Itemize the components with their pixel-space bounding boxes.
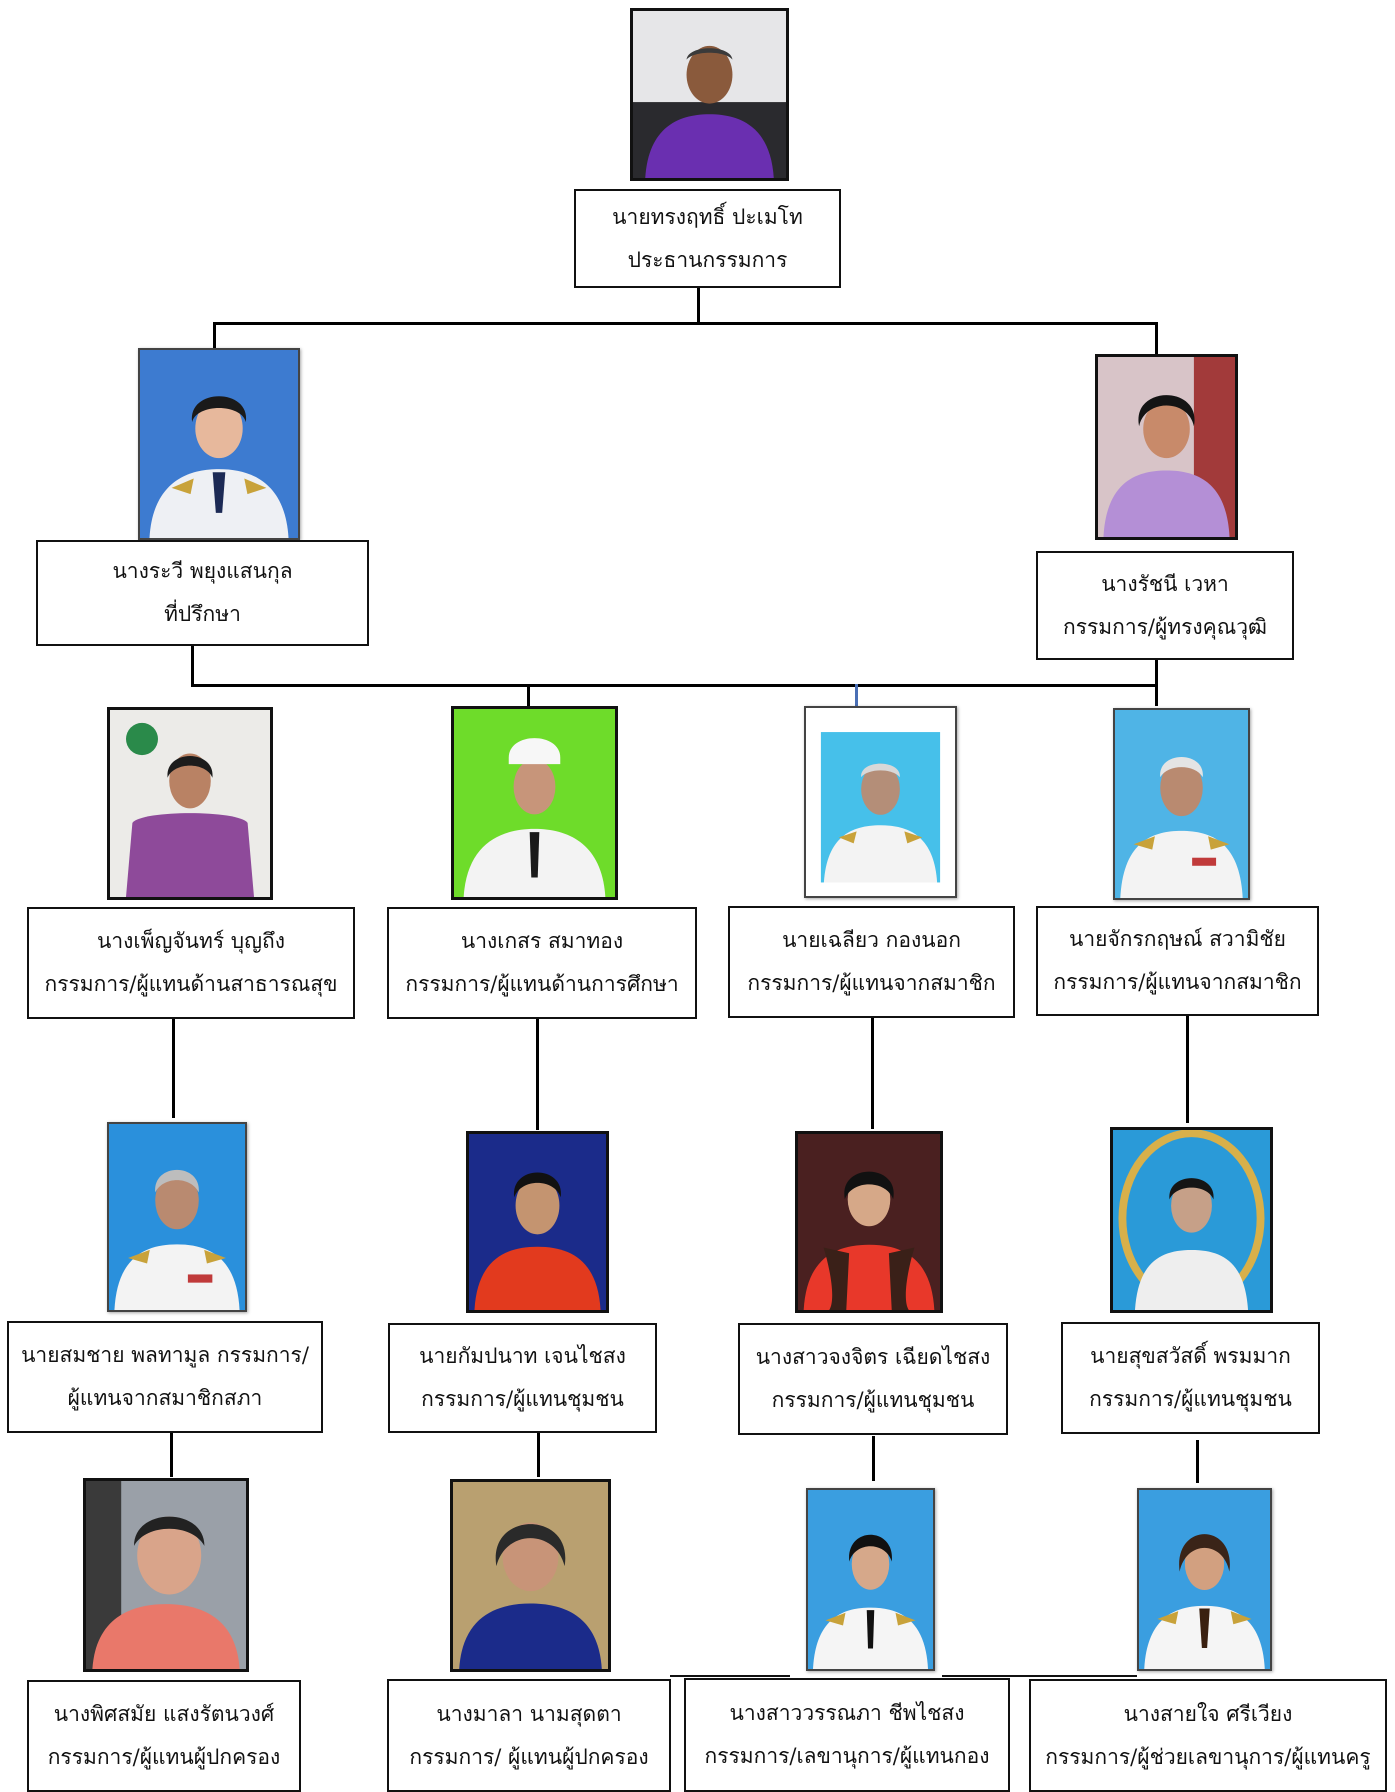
qualified-name: นางรัชนี เวหา xyxy=(1101,571,1229,596)
member-photo-r1-2 xyxy=(451,706,618,900)
divider-line-left xyxy=(670,1675,790,1677)
connector-col3-row2-row3 xyxy=(872,1436,875,1481)
connector-col2-row1-row2 xyxy=(536,1018,539,1130)
connector-col1-row1-row2 xyxy=(172,1018,175,1118)
member-role: ผู้แทนจากสมาชิกสภา xyxy=(67,1386,263,1410)
member-role: กรรมการ/ผู้แทนชุมชน xyxy=(771,1388,975,1412)
member-photo-r3-1 xyxy=(83,1478,249,1672)
member-name: นางพิศสมัย แสงรัตนวงศ์ xyxy=(53,1702,275,1726)
member-role: กรรมการ/ผู้แทนผู้ปกครอง xyxy=(47,1745,281,1769)
chairman-role: ประธานกรรมการ xyxy=(627,247,788,272)
member-box-r1-1: นางเพ็ญจันทร์ บุญถึง กรรมการ/ผู้แทนด้านส… xyxy=(27,907,355,1019)
member-photo-r1-4 xyxy=(1113,708,1250,900)
connector-qualified-drop xyxy=(1155,322,1158,354)
connector-top-horizontal xyxy=(213,322,1158,325)
member-box-r2-3: นางสาวจงจิตร เฉียดไชสง กรรมการ/ผู้แทนชุม… xyxy=(738,1323,1008,1435)
member-role: กรรมการ/ผู้แทนชุมชน xyxy=(421,1387,624,1411)
connector-col4-row1-row2 xyxy=(1186,1015,1189,1123)
member-name: นางสาววรรณภา ชีพไชสง xyxy=(729,1701,965,1725)
member-box-r2-4: นายสุขสวัสดิ์ พรมมาก กรรมการ/ผู้แทนชุมชน xyxy=(1061,1322,1320,1434)
member-box-r1-3: นายเฉลียว กองนอก กรรมการ/ผู้แทนจากสมาชิก xyxy=(728,906,1015,1018)
member-name: นางมาลา นามสุดตา xyxy=(436,1701,622,1726)
connector-col1-row2-row3 xyxy=(170,1432,173,1477)
advisor-photo xyxy=(138,348,300,540)
member-box-r3-4: นางสายใจ ศรีเวียง กรรมการ/ผู้ช่วยเลขานุก… xyxy=(1029,1679,1387,1792)
member-photo-r1-1 xyxy=(107,707,273,900)
member-name: นายสมชาย พลทามูล กรรมการ/ xyxy=(21,1343,309,1367)
connector-col2-drop xyxy=(527,684,530,706)
divider-line-right xyxy=(942,1675,1137,1677)
member-role: กรรมการ/ผู้แทนจากสมาชิก xyxy=(747,971,996,995)
qualified-role: กรรมการ/ผู้ทรงคุณวุฒิ xyxy=(1063,614,1267,639)
member-photo-r1-3 xyxy=(804,706,957,898)
member-role: กรรมการ/ผู้แทนจากสมาชิก xyxy=(1053,970,1302,994)
member-box-r2-1: นายสมชาย พลทามูล กรรมการ/ ผู้แทนจากสมาชิ… xyxy=(7,1321,323,1433)
member-photo-r2-1 xyxy=(107,1122,247,1312)
connector-qualified-down xyxy=(1155,659,1158,687)
member-role: กรรมการ/ผู้แทนชุมชน xyxy=(1089,1387,1292,1411)
qualified-box: นางรัชนี เวหา กรรมการ/ผู้ทรงคุณวุฒิ xyxy=(1036,551,1294,660)
member-photo-r2-3 xyxy=(795,1131,943,1313)
member-box-r1-2: นางเกสร สมาทอง กรรมการ/ผู้แทนด้านการศึกษ… xyxy=(387,907,697,1019)
member-role: กรรมการ/ ผู้แทนผู้ปกครอง xyxy=(409,1744,649,1769)
connector-col4-drop xyxy=(1155,684,1158,706)
member-role: กรรมการ/ผู้แทนด้านการศึกษา xyxy=(405,972,679,996)
connector-advisor-down xyxy=(191,645,194,687)
connector-col4-row2-row3 xyxy=(1196,1440,1199,1483)
member-name: นายเฉลียว กองนอก xyxy=(782,928,961,952)
advisor-role: ที่ปรึกษา xyxy=(164,602,241,626)
member-name: นางสาวจงจิตร เฉียดไชสง xyxy=(755,1345,991,1369)
member-name: นายสุขสวัสดิ์ พรมมาก xyxy=(1090,1344,1291,1368)
chairman-box: นายทรงฤทธิ์ ปะเมโท ประธานกรรมการ xyxy=(574,189,841,288)
member-name: นางเกสร สมาทอง xyxy=(460,929,624,953)
member-photo-r2-2 xyxy=(466,1131,609,1313)
member-role: กรรมการ/ผู้ช่วยเลขานุการ/ผู้แทนครู xyxy=(1045,1744,1371,1769)
member-box-r1-4: นายจักรกฤษณ์ สวามิชัย กรรมการ/ผู้แทนจากส… xyxy=(1036,906,1319,1016)
member-role: กรรมการ/ผู้แทนด้านสาธารณสุข xyxy=(44,972,338,996)
chairman-photo xyxy=(630,8,789,181)
member-box-r3-3: นางสาววรรณภา ชีพไชสง กรรมการ/เลขานุการ/ผ… xyxy=(684,1678,1010,1792)
member-name: นายกัมปนาท เจนไชสง xyxy=(419,1344,626,1368)
connector-col2-row2-row3 xyxy=(537,1432,540,1477)
member-name: นางเพ็ญจันทร์ บุญถึง xyxy=(97,929,285,953)
member-name: นางสายใจ ศรีเวียง xyxy=(1123,1701,1293,1726)
connector-chair-down xyxy=(697,287,700,324)
connector-col3-row1-row2 xyxy=(871,1017,874,1129)
member-name: นายจักรกฤษณ์ สวามิชัย xyxy=(1069,927,1286,951)
member-box-r2-2: นายกัมปนาท เจนไชสง กรรมการ/ผู้แทนชุมชน xyxy=(388,1323,657,1433)
member-photo-r3-4 xyxy=(1137,1488,1272,1671)
chairman-name: นายทรงฤทธิ์ ปะเมโท xyxy=(612,204,803,229)
advisor-name: นางระวี พยุงแสนกุล xyxy=(112,559,293,583)
member-photo-r2-4 xyxy=(1110,1127,1273,1313)
member-role: กรรมการ/เลขานุการ/ผู้แทนกอง xyxy=(704,1744,990,1768)
qualified-photo xyxy=(1095,354,1238,540)
advisor-box: นางระวี พยุงแสนกุล ที่ปรึกษา xyxy=(36,540,369,646)
member-photo-r3-2 xyxy=(450,1479,611,1672)
member-box-r3-2: นางมาลา นามสุดตา กรรมการ/ ผู้แทนผู้ปกครอ… xyxy=(387,1679,671,1792)
connector-mid-horizontal xyxy=(191,684,1158,687)
member-box-r3-1: นางพิศสมัย แสงรัตนวงศ์ กรรมการ/ผู้แทนผู้… xyxy=(27,1680,301,1792)
member-photo-r3-3 xyxy=(806,1488,935,1671)
connector-advisor-drop xyxy=(213,322,216,350)
connector-col3-drop xyxy=(855,684,858,706)
